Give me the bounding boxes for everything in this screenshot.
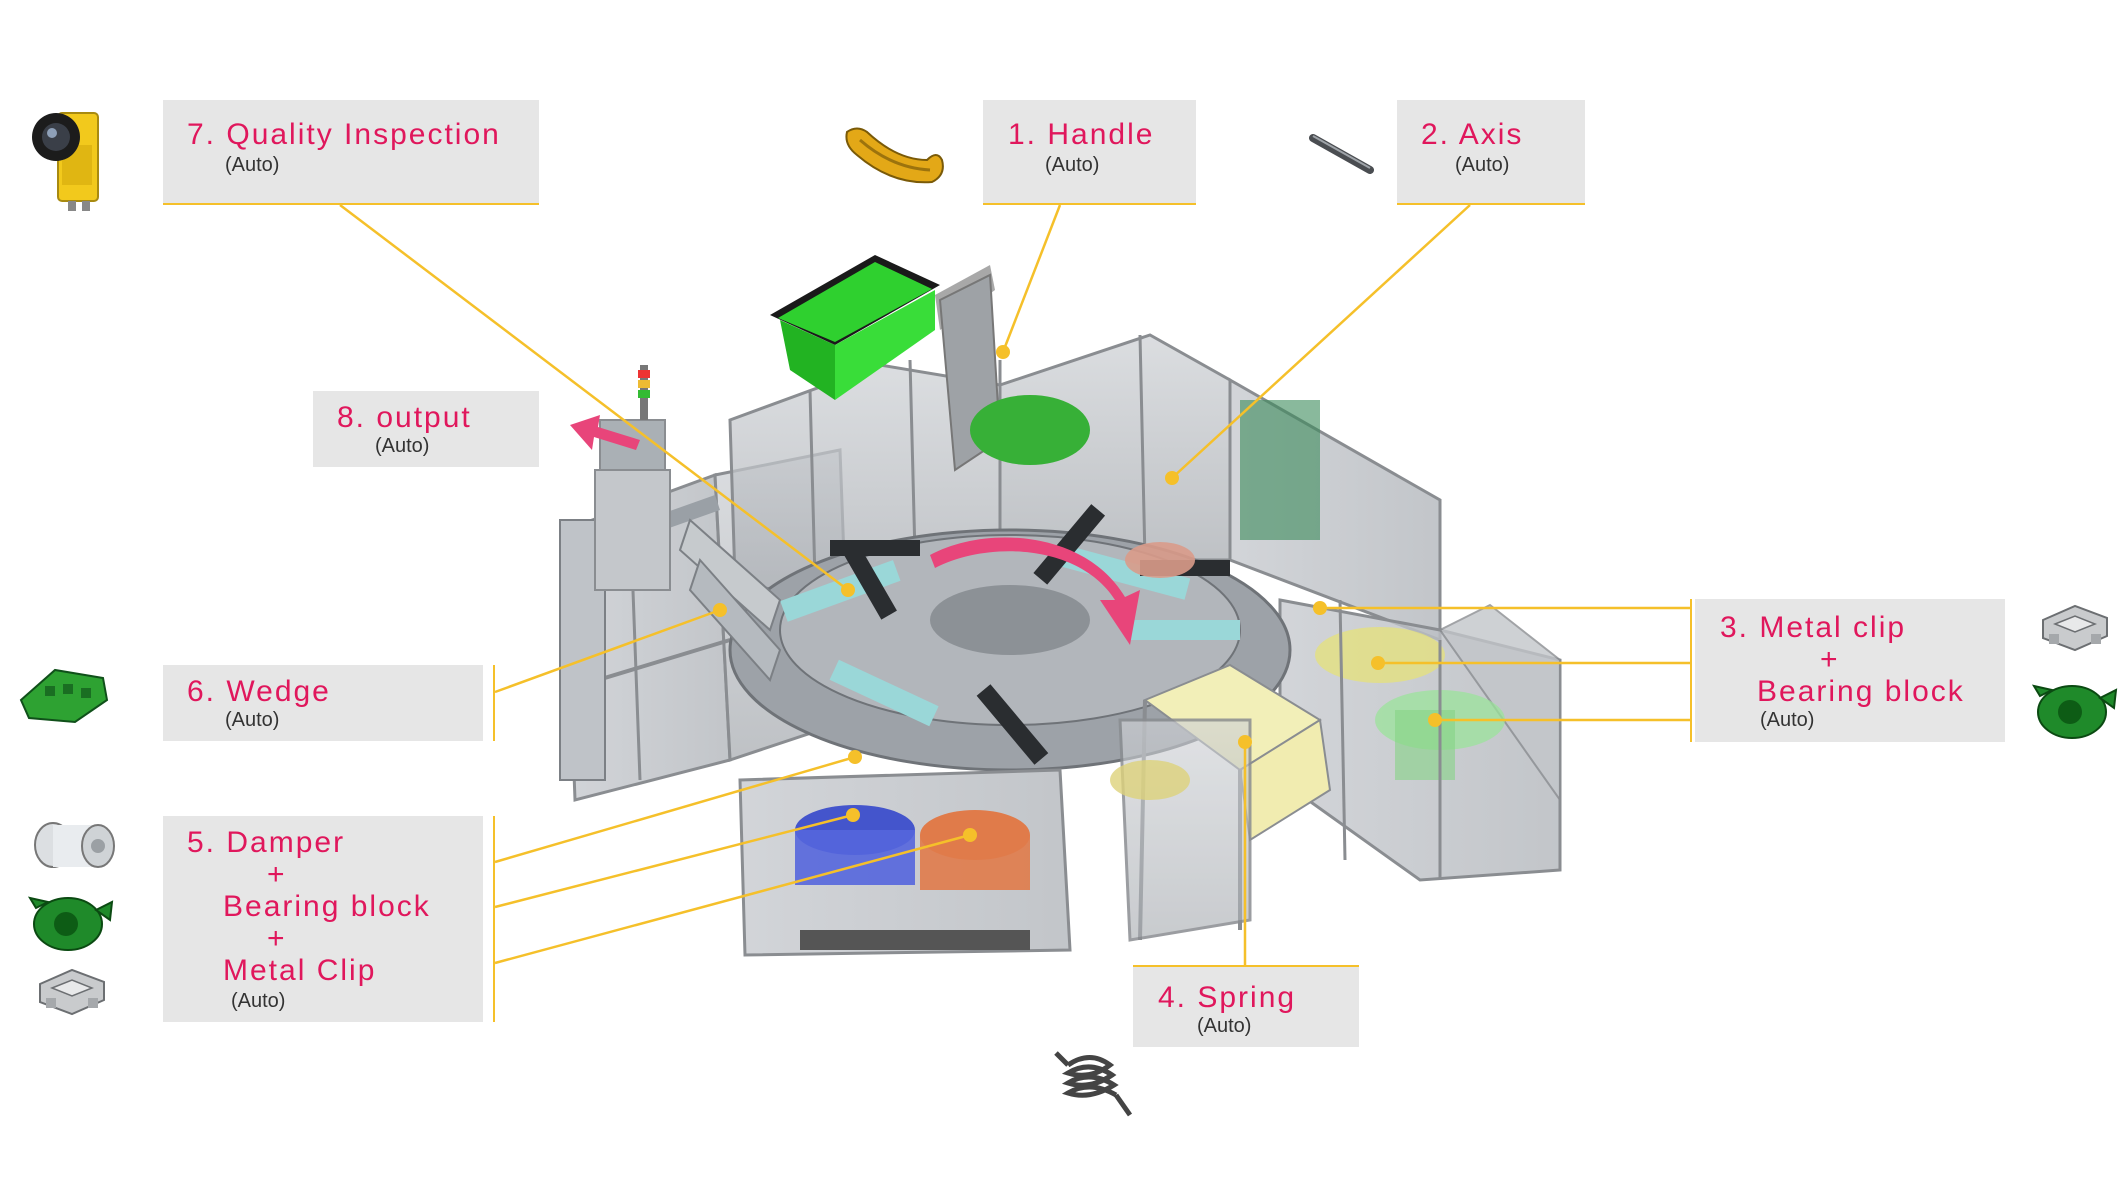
damper-part-icon — [34, 822, 115, 868]
bearing-block-icon — [27, 896, 114, 951]
callout-title: 3. Metal clip — [1720, 611, 1907, 644]
callout-mode: (Auto) — [225, 709, 280, 731]
anchor-clip-2 — [1371, 656, 1385, 670]
output-arrow — [570, 415, 640, 450]
callout-quality-inspection: 7. Quality Inspection (Auto) — [163, 100, 539, 205]
callout-mode: (Auto) — [231, 990, 286, 1012]
wedge-part-icon — [19, 668, 109, 724]
callout-plus: + — [1820, 643, 1840, 676]
callout-bracket — [1690, 599, 1692, 742]
callout-mode: (Auto) — [225, 154, 280, 176]
callout-plus: + — [267, 922, 287, 955]
callout-axis: 2. Axis (Auto) — [1397, 100, 1585, 205]
callout-output: 8. output (Auto) — [313, 391, 539, 467]
spring-station — [1110, 663, 1332, 942]
rotary-dial — [728, 504, 1292, 772]
callout-handle: 1. Handle (Auto) — [983, 100, 1196, 205]
callout-bracket — [493, 816, 495, 1022]
metal-clip-icon — [39, 968, 105, 1016]
anchor-handle — [996, 345, 1010, 359]
back-enclosure — [728, 333, 1442, 643]
anchor-damper-3 — [963, 828, 977, 842]
callout-title: 7. Quality Inspection — [187, 118, 501, 151]
callout-mode: (Auto) — [1455, 154, 1510, 176]
spring-part-icon — [1054, 1051, 1133, 1117]
callout-damper: 5. Damper + Bearing block + Metal Clip (… — [163, 816, 483, 1022]
callout-title: 1. Handle — [1008, 118, 1155, 151]
callout-bracket — [493, 665, 495, 741]
front-feeders — [738, 768, 1072, 957]
anchor-clip-3 — [1428, 713, 1442, 727]
anchor-clip-1 — [1313, 601, 1327, 615]
callout-wedge: 6. Wedge (Auto) — [163, 665, 483, 741]
bearing-block-icon — [2031, 684, 2118, 739]
callout-title-line2: Bearing block — [1757, 675, 1965, 708]
callout-title-line3: Metal Clip — [223, 954, 377, 987]
callout-mode: (Auto) — [375, 435, 430, 457]
camera-icon — [32, 112, 99, 211]
axis-part-icon — [1309, 134, 1374, 174]
anchor-damper-2 — [846, 808, 860, 822]
anchor-spring — [1238, 735, 1252, 749]
callout-title-line2: Bearing block — [223, 890, 431, 923]
handle-part-icon — [845, 127, 944, 184]
anchor-quality — [841, 583, 855, 597]
callout-title: 4. Spring — [1158, 981, 1297, 1014]
right-enclosure — [1278, 598, 1562, 882]
callout-title: 2. Axis — [1421, 118, 1524, 151]
anchor-wedge — [713, 603, 727, 617]
callout-title: 8. output — [337, 401, 472, 434]
handle-hopper — [770, 255, 1090, 472]
metal-clip-icon — [2042, 604, 2108, 652]
callout-title: 6. Wedge — [187, 675, 331, 708]
rotation-arrow — [930, 537, 1140, 645]
callout-mode: (Auto) — [1760, 709, 1815, 731]
callout-plus: + — [267, 858, 287, 891]
callout-metal-clip: 3. Metal clip + Bearing block (Auto) — [1695, 599, 2005, 742]
callout-title: 5. Damper — [187, 826, 346, 859]
anchor-damper-1 — [848, 750, 862, 764]
callout-spring: 4. Spring (Auto) — [1133, 965, 1359, 1047]
callout-mode: (Auto) — [1197, 1015, 1252, 1037]
anchor-axis — [1165, 471, 1179, 485]
callout-mode: (Auto) — [1045, 154, 1100, 176]
